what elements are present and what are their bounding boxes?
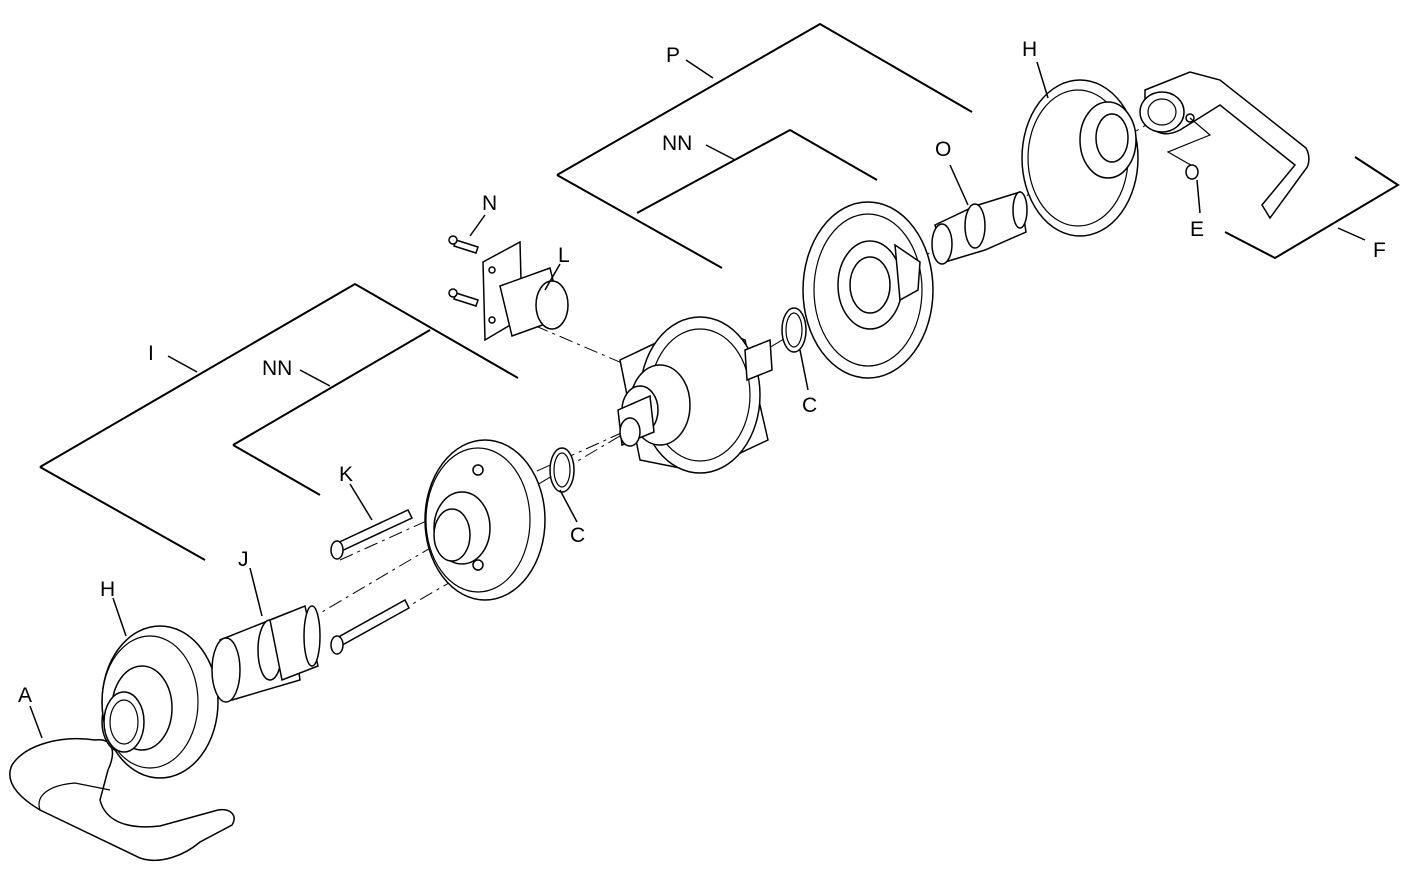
bracket-nn-right — [636, 128, 878, 214]
lock-chassis — [617, 316, 773, 474]
bracket-i — [39, 282, 519, 561]
cam-o — [931, 164, 1028, 265]
callout-o: O — [935, 138, 951, 161]
rose-h-outside — [101, 597, 219, 779]
callout-j: J — [238, 548, 249, 571]
callout-h-outside: H — [100, 578, 115, 601]
through-bolts-k — [330, 483, 414, 655]
outside-mounting-plate — [424, 439, 546, 601]
callout-c-right: C — [802, 394, 817, 417]
callout-a: A — [18, 684, 32, 707]
callout-f: F — [1373, 239, 1386, 262]
bracket-f — [1224, 156, 1400, 260]
callout-c-left: C — [570, 524, 585, 547]
callout-n: N — [482, 192, 497, 215]
callout-l: L — [558, 244, 570, 267]
screws-n — [448, 214, 486, 307]
callout-nn-left: NN — [262, 357, 292, 380]
callout-p: P — [666, 44, 680, 67]
latch-l — [482, 240, 569, 342]
rose-h-inside — [1021, 61, 1139, 237]
callout-labels: A H J K C I NN L N P NN C O H E F — [18, 38, 1386, 707]
retaining-ring-c-left — [549, 447, 578, 523]
bracket-p — [556, 22, 973, 269]
cam-j — [211, 567, 321, 703]
callout-k: K — [339, 463, 353, 486]
callout-h-inside: H — [1022, 38, 1037, 61]
callout-e: E — [1190, 218, 1204, 241]
retaining-ring-c-right — [781, 307, 809, 391]
set-screw-e — [1185, 164, 1201, 214]
callout-i: I — [148, 342, 154, 365]
callout-nn-right: NN — [662, 132, 692, 155]
lever-inside — [1139, 71, 1310, 220]
inside-mounting-plate — [802, 201, 934, 379]
bracket-nn-left — [232, 329, 431, 496]
